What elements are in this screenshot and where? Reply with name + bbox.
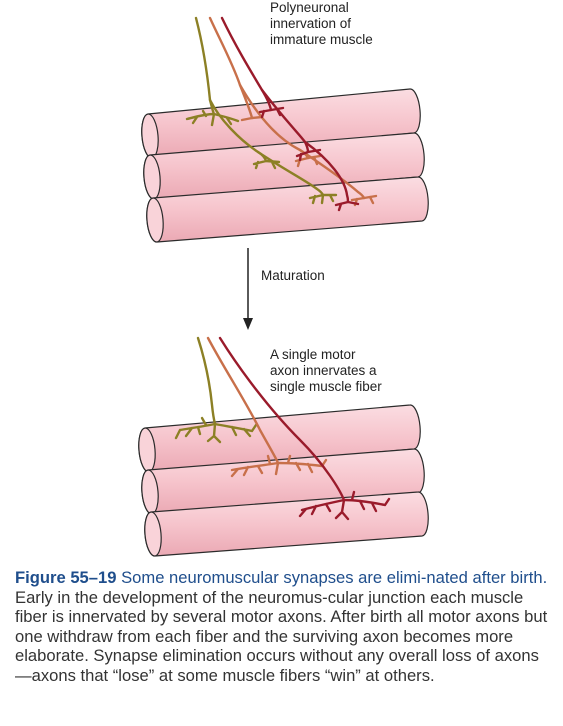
mature-muscle-group [138,336,429,557]
motor-axon-orange [206,336,328,478]
label-polyneuronal-innervation: Polyneuronal innervation of immature mus… [270,0,470,48]
label-line: Polyneuronal [270,0,349,15]
immature-muscle-group [141,16,429,243]
label-line: axon innervates a [270,363,377,378]
label-line: immature muscle [270,32,373,47]
motor-axon-olive [185,16,338,205]
maturation-arrow [243,248,253,330]
motor-axon-red [218,336,391,521]
caption-title: Figure 55–19 [15,568,117,587]
motor-axon-orange [208,16,378,207]
label-line: single muscle fiber [270,379,382,394]
neuromuscular-diagram [138,16,429,557]
muscle-fiber [141,88,421,159]
label-single-motor-axon: A single motor axon innervates a single … [270,347,470,395]
label-maturation: Maturation [261,268,325,283]
motor-axon-olive [174,336,258,444]
figure-caption: Figure 55–19 Some neuromuscular synapses… [15,568,555,686]
label-line: A single motor [270,347,356,362]
motor-axon-red [220,16,360,212]
caption-body: Early in the development of the neuromus… [15,587,548,685]
muscle-fiber [144,491,429,557]
caption-lead: Some neuromuscular synapses are elimi-na… [121,568,548,587]
label-line: innervation of [270,16,352,31]
